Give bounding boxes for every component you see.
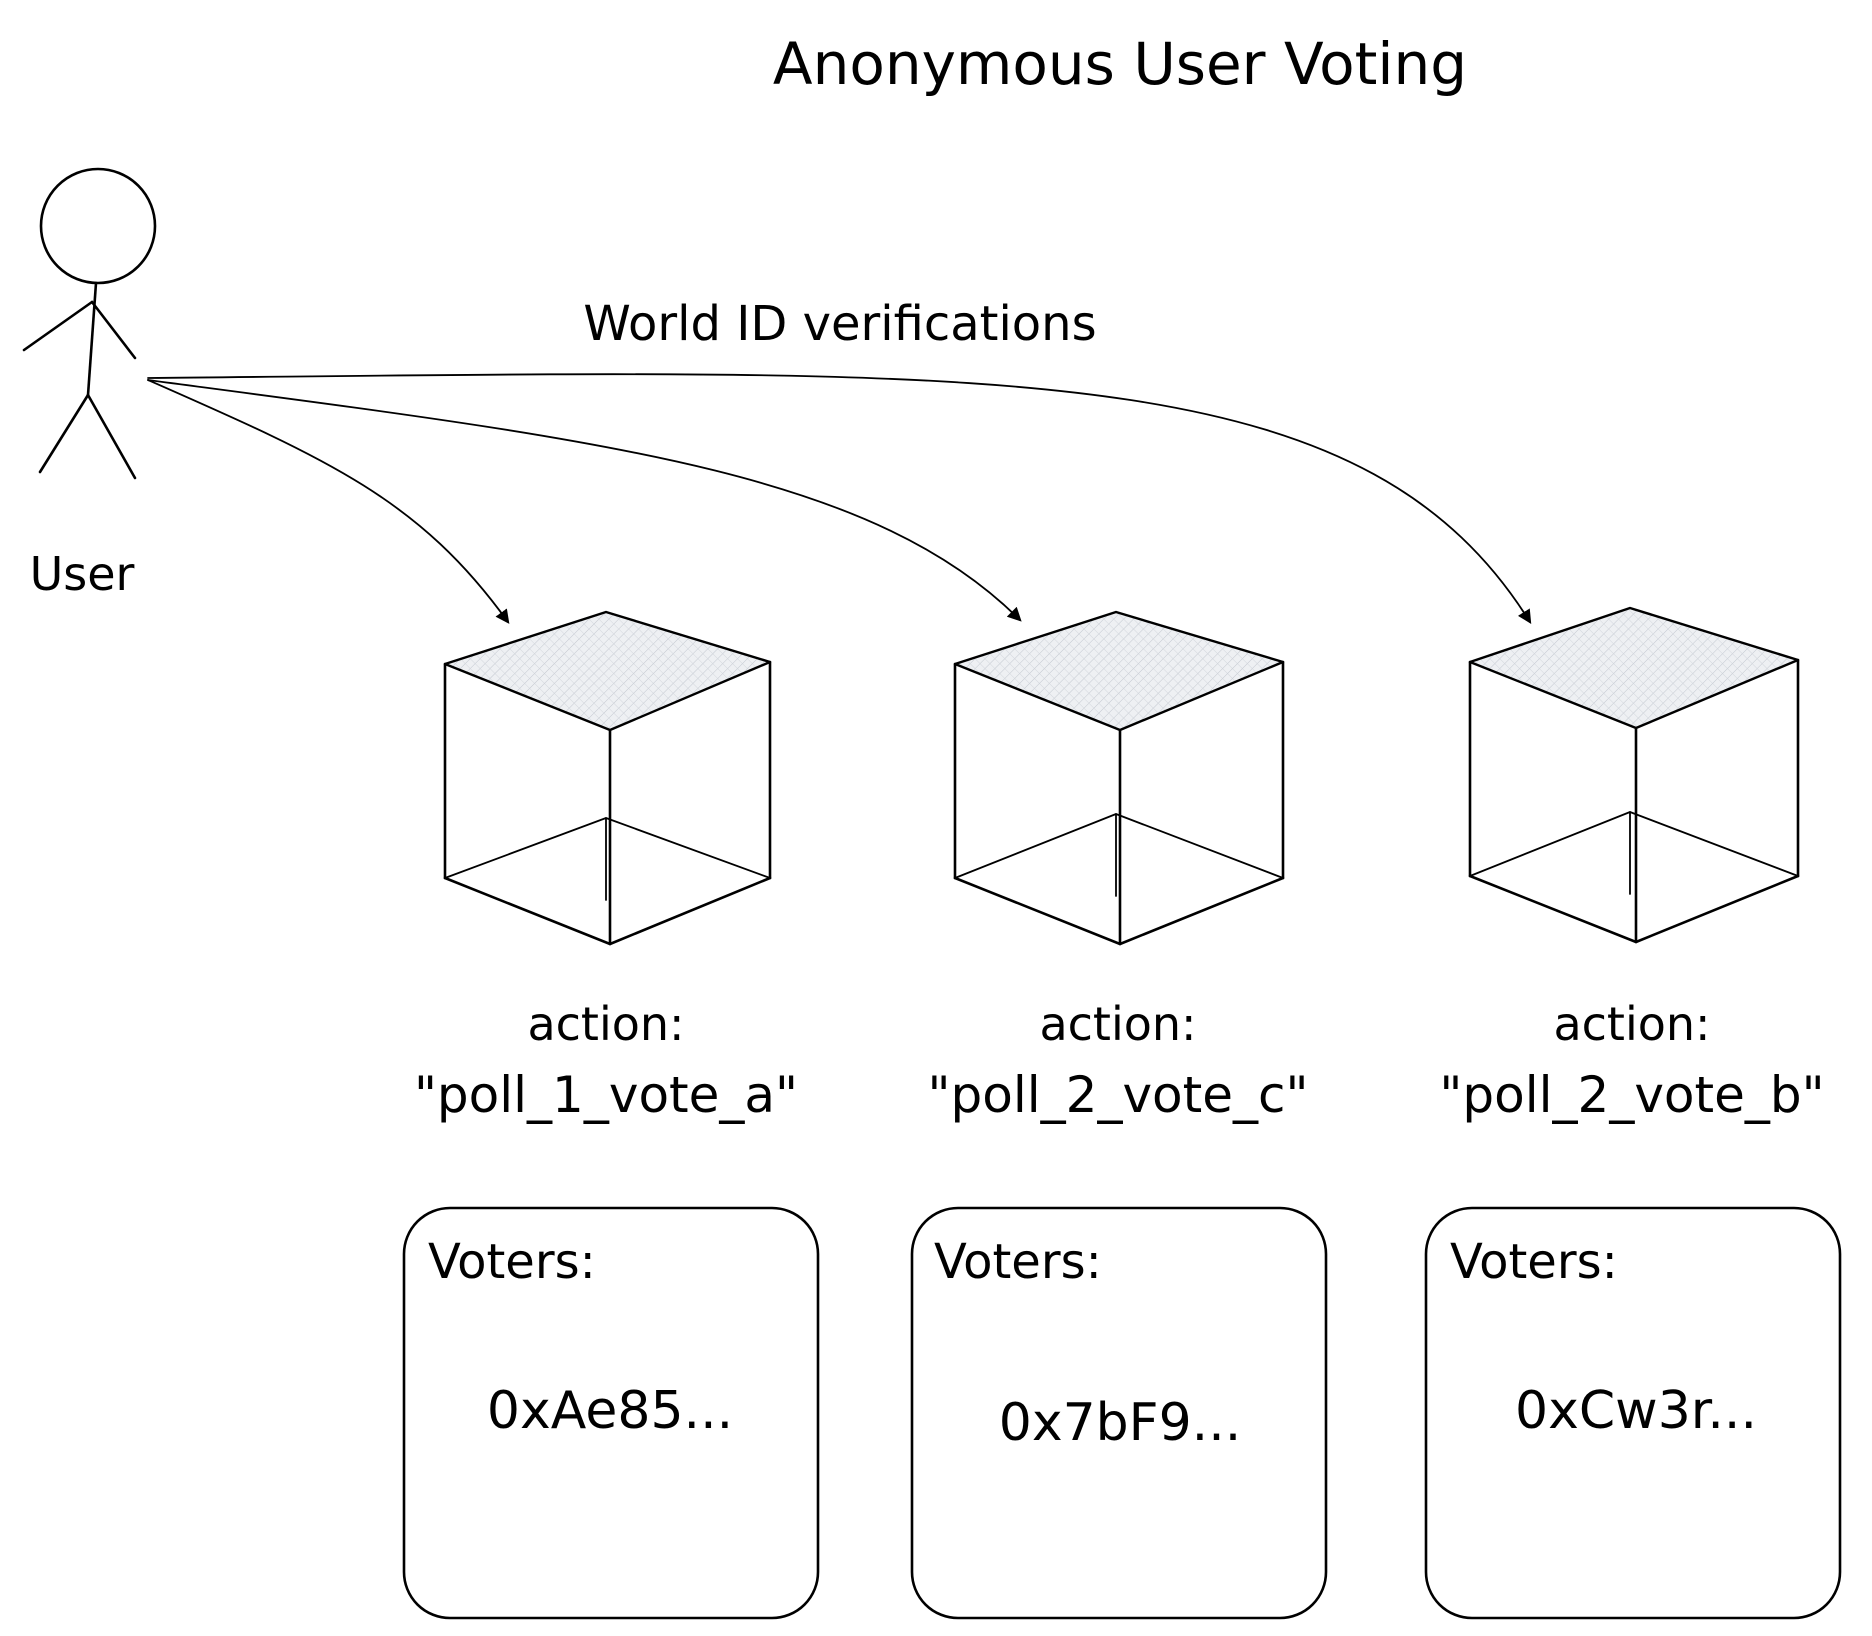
voter-address: 0xAe85... — [487, 1381, 733, 1441]
voters-box-1: Voters: 0xAe85... — [402, 1206, 820, 1620]
cube-icon — [443, 610, 772, 946]
voters-heading: Voters: — [1450, 1234, 1618, 1290]
arrows — [147, 373, 1532, 624]
diagram-title: Anonymous User Voting — [773, 30, 1467, 98]
actor-label: User — [30, 547, 135, 601]
arrow-label: World ID verifications — [583, 296, 1096, 352]
voters-heading: Voters: — [428, 1234, 596, 1290]
arrow-icon — [147, 379, 1022, 622]
voters-box-2: Voters: 0x7bF9... — [910, 1206, 1328, 1620]
action-prefix-3: action: — [1553, 997, 1710, 1051]
action-prefix-2: action: — [1039, 997, 1196, 1051]
action-value-2: "poll_2_vote_c" — [928, 1066, 1309, 1124]
cube-icon — [1468, 606, 1800, 944]
voter-address: 0xCw3r... — [1515, 1381, 1757, 1441]
arrow-icon — [147, 373, 1532, 624]
action-value-3: "poll_2_vote_b" — [1439, 1066, 1824, 1124]
cube-icon — [953, 610, 1285, 946]
action-value-1: "poll_1_vote_a" — [414, 1066, 798, 1124]
action-prefix-1: action: — [527, 997, 684, 1051]
arrow-icon — [147, 379, 510, 624]
voters-box-3: Voters: 0xCw3r... — [1424, 1206, 1842, 1620]
voter-address: 0x7bF9... — [999, 1393, 1242, 1453]
voters-heading: Voters: — [934, 1234, 1102, 1290]
stick-figure-icon — [22, 167, 157, 480]
